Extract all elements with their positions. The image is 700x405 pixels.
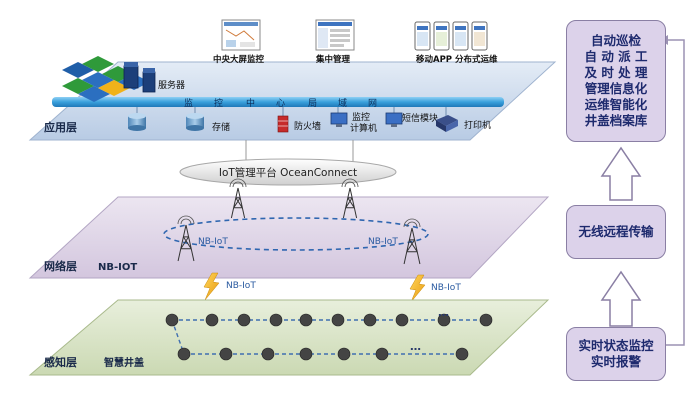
cell-tower-icon	[341, 178, 359, 219]
sensor-node	[363, 313, 377, 327]
lan-label-char: 域	[338, 97, 347, 109]
application-layer-label: 应用层	[44, 120, 77, 134]
sensor-node	[165, 313, 179, 327]
lan-label-char: 网	[368, 98, 377, 109]
sms-module-icon	[385, 107, 403, 127]
sensor-node	[299, 313, 313, 327]
lan-label-char: 控	[214, 97, 223, 109]
iot-platform	[179, 158, 397, 186]
sensor-node	[299, 347, 313, 361]
firewall-label: 防火墙	[294, 120, 321, 132]
more-nodes-top: …	[438, 306, 449, 319]
side-box-line: 自动巡检	[590, 33, 641, 48]
sensor-node	[219, 347, 233, 361]
storage-label: 存储	[212, 121, 230, 133]
mobile-app-label: 移动APP 分布式运维	[416, 54, 498, 65]
sensor-node	[177, 347, 191, 361]
screen-monitor-label: 中央大屏监控	[213, 54, 265, 65]
sensor-node	[479, 313, 493, 327]
side-box-line: 井盖档案库	[584, 113, 648, 128]
perception-layer-sublabel: 智慧井盖	[104, 356, 144, 369]
side-box-transmission: 无线远程传输	[566, 205, 666, 259]
side-box-line: 实时状态监控	[578, 338, 654, 353]
screen-monitor-thumbnail	[221, 19, 261, 51]
central-manage-label: 集中管理	[315, 54, 351, 65]
iot-platform-label: IoT管理平台 OceanConnect	[219, 166, 357, 179]
side-box-line: 无线远程传输	[578, 224, 654, 239]
cell-towers	[177, 178, 421, 265]
sensor-node	[331, 313, 345, 327]
sensor-node	[261, 347, 275, 361]
cell-tower-icon	[229, 178, 247, 219]
sensor-node	[337, 347, 351, 361]
perception-layer: 感知层 智慧井盖 … …	[28, 299, 550, 376]
lan-label-char: 监	[184, 97, 193, 109]
side-box-line: 管理信息化	[584, 81, 648, 96]
perception-layer-label: 感知层	[44, 355, 77, 369]
storage-icon	[128, 107, 204, 131]
server-icon	[123, 62, 156, 93]
printer-icon	[436, 107, 458, 132]
arrow-up-icon	[600, 146, 642, 201]
network-layer-label: 网络层	[44, 259, 77, 273]
perception-plane	[28, 299, 550, 376]
nb-iot-ring-label-right: NB-IoT	[368, 237, 398, 247]
side-box-line: 运维智能化	[584, 97, 648, 112]
nb-iot-link-left	[203, 272, 220, 301]
sensor-node	[437, 313, 451, 327]
sms-module-label: 短信模块	[402, 112, 438, 124]
nb-iot-ring-label-left: NB-IoT	[198, 237, 228, 247]
lan-label: 监控中心局域网	[184, 97, 377, 109]
firewall-icon	[277, 107, 289, 133]
sensor-node	[375, 347, 389, 361]
side-box-line: 自 动 派 工	[584, 49, 648, 64]
printer-label: 打印机	[464, 119, 491, 131]
central-manage-thumbnail	[315, 19, 355, 51]
nb-iot-link-label-left: NB-IoT	[226, 281, 256, 291]
lightning-icon	[409, 274, 426, 303]
flow-arrows	[600, 35, 685, 346]
server-label: 服务器	[158, 79, 185, 91]
more-nodes-bottom: …	[410, 340, 421, 353]
network-layer: 网络层 NB-IOT NB-IoT NB-IoT	[28, 178, 550, 279]
nb-iot-link-right	[409, 274, 426, 303]
sensor-node	[237, 313, 251, 327]
cell-tower-icon	[403, 218, 421, 265]
sensor-nodes	[165, 313, 493, 361]
side-box-monitoring: 实时状态监控 实时报警	[566, 327, 666, 381]
arrow-up-icon	[600, 270, 642, 327]
monitor-computer-label-1: 监控	[352, 111, 370, 123]
cell-tower-icon	[177, 215, 195, 262]
side-box-line: 及 时 处 理	[584, 65, 648, 80]
side-box-functions: 自动巡检 自 动 派 工 及 时 处 理 管理信息化 运维智能化 井盖档案库	[566, 20, 666, 142]
lan-label-char: 心	[276, 98, 285, 109]
feedback-line	[666, 39, 685, 346]
application-layer: 应用层 监控中心局域网 服务器	[28, 56, 557, 141]
network-layer-sublabel: NB-IOT	[98, 262, 137, 273]
lightning-icon	[203, 272, 220, 301]
monitor-computer-label-2: 计算机	[350, 122, 377, 134]
sensor-node	[395, 313, 409, 327]
nb-iot-link-label-right: NB-IoT	[431, 283, 461, 293]
sensor-node	[205, 313, 219, 327]
side-box-line: 实时报警	[590, 354, 641, 369]
monitor-computer-icon	[330, 107, 348, 127]
lan-label-char: 局	[308, 98, 317, 109]
lan-bar	[52, 97, 504, 107]
nb-iot-ring	[163, 217, 429, 251]
mobile-app-thumbnails	[414, 21, 488, 51]
sensor-node	[269, 313, 283, 327]
lan-label-char: 中	[246, 97, 255, 109]
sensor-node	[455, 347, 469, 361]
